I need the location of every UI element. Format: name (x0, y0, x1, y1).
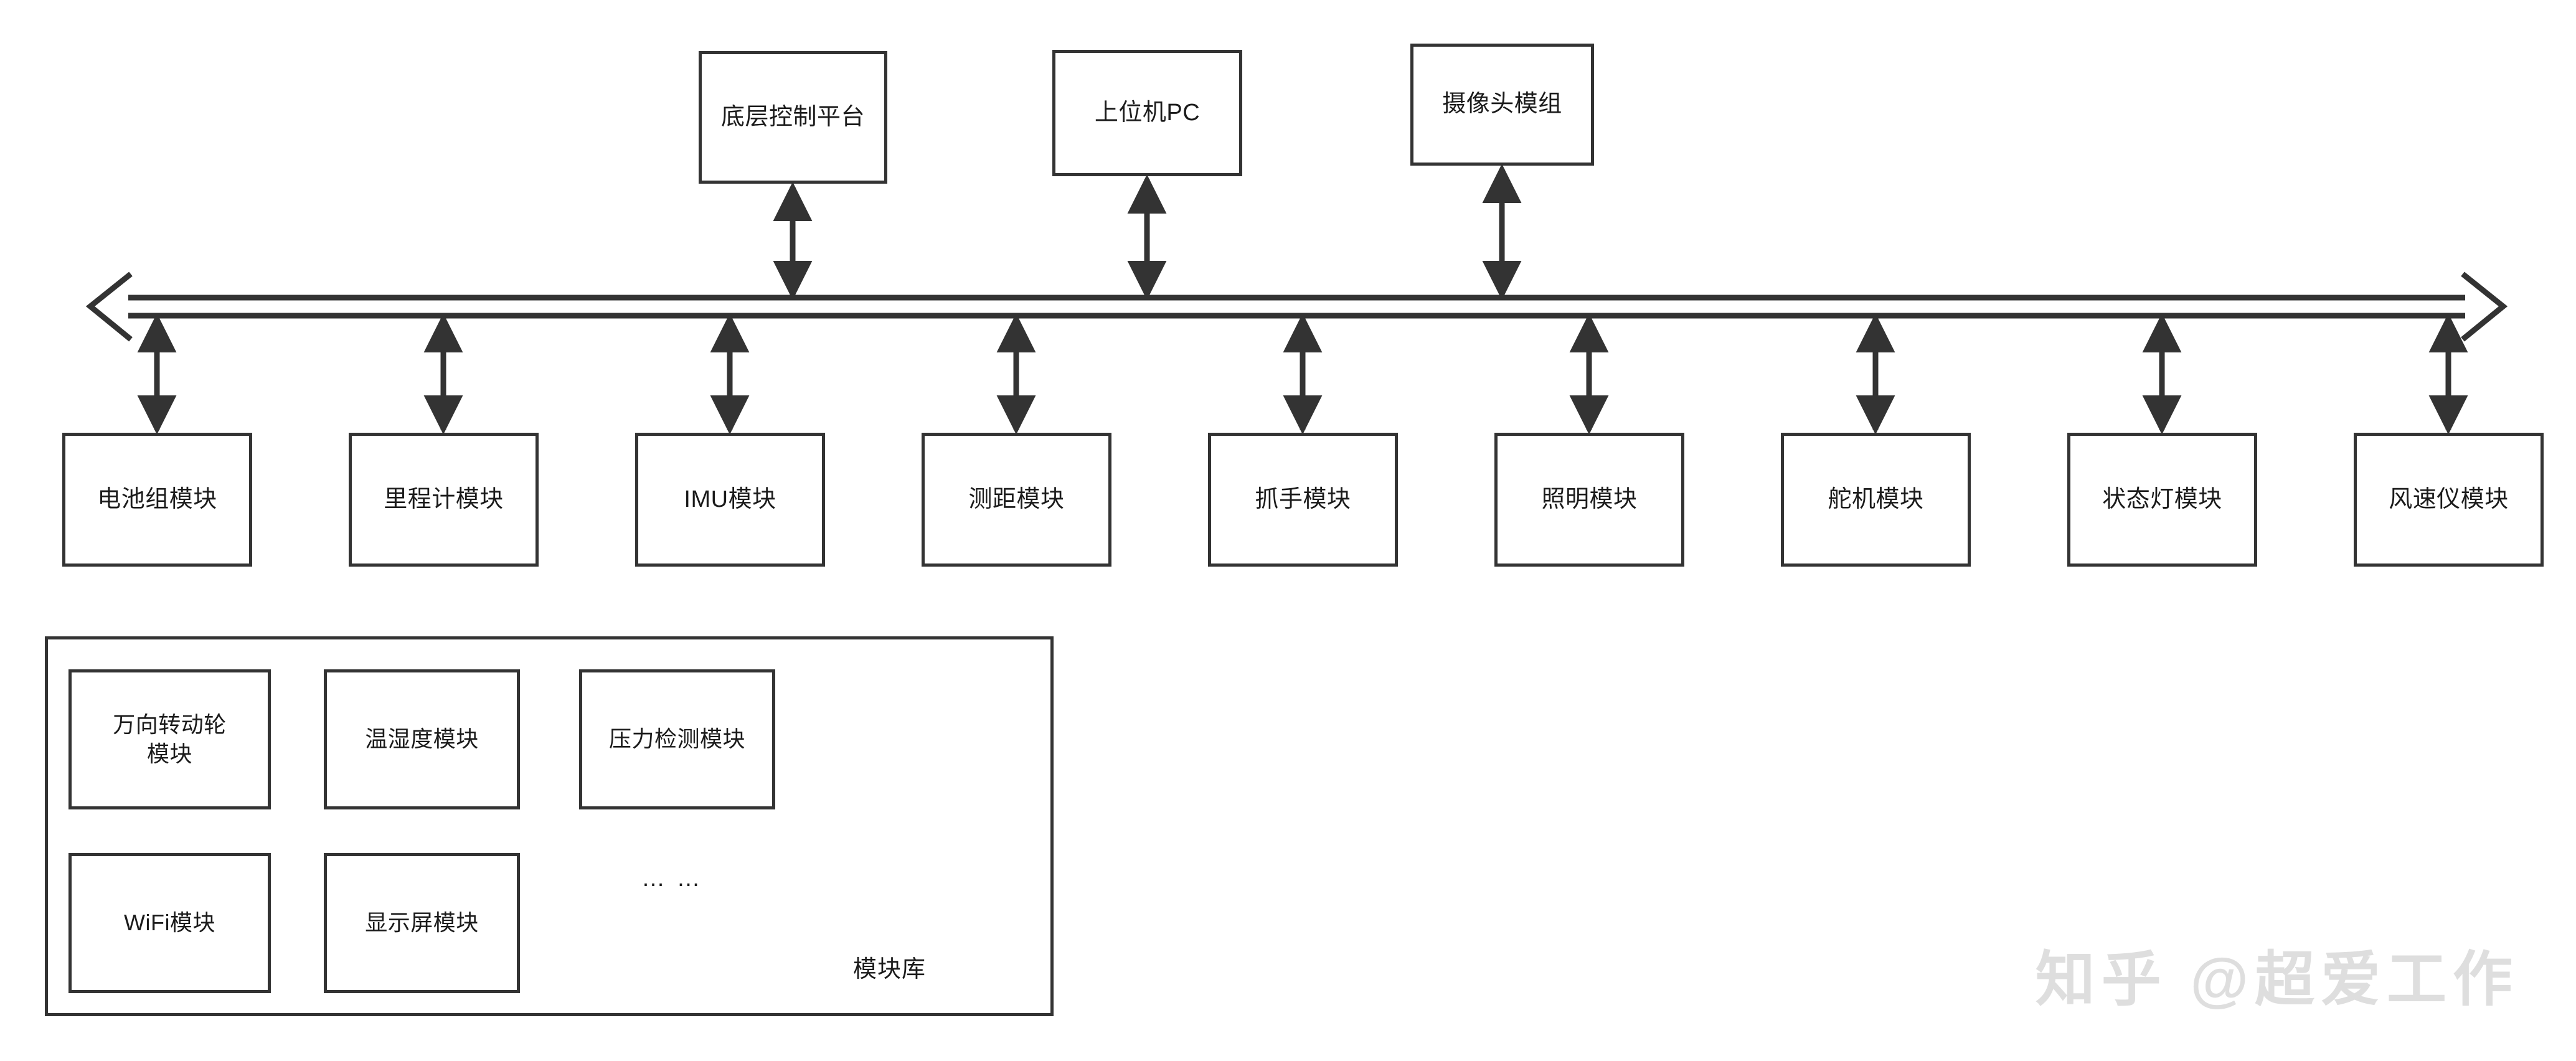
node-host-pc[interactable]: 上位机PC (1052, 50, 1242, 176)
node-ranging-module[interactable]: 测距模块 (922, 433, 1111, 567)
bus-connectors-top (773, 164, 1522, 300)
bus-connectors-modules (137, 313, 2468, 435)
bus-bar (85, 271, 2508, 342)
node-camera-module[interactable]: 摄像头模组 (1410, 44, 1594, 166)
node-imu-module[interactable]: IMU模块 (635, 433, 825, 567)
lib-item-wifi-module[interactable]: WiFi模块 (68, 853, 271, 993)
lib-item-pressure-detection-module[interactable]: 压力检测模块 (579, 669, 775, 809)
node-odometer-module[interactable]: 里程计模块 (349, 433, 539, 567)
node-anemometer-module[interactable]: 风速仪模块 (2354, 433, 2544, 567)
node-status-light-module[interactable]: 状态灯模块 (2067, 433, 2257, 567)
node-battery-pack-module[interactable]: 电池组模块 (62, 433, 252, 567)
lib-item-temp-humidity-module[interactable]: 温湿度模块 (324, 669, 520, 809)
node-gripper-module[interactable]: 抓手模块 (1208, 433, 1398, 567)
module-library-label: 模块库 (853, 956, 927, 983)
node-servo-module[interactable]: 舵机模块 (1781, 433, 1971, 567)
node-low-level-control-platform[interactable]: 底层控制平台 (699, 51, 887, 184)
node-lighting-module[interactable]: 照明模块 (1494, 433, 1684, 567)
lib-item-omni-wheel-module[interactable]: 万向转动轮 模块 (68, 669, 271, 809)
lib-item-display-module[interactable]: 显示屏模块 (324, 853, 520, 993)
library-ellipsis: … … (641, 865, 703, 892)
zhihu-watermark: 知乎 @超爱工作 (2035, 946, 2519, 1013)
